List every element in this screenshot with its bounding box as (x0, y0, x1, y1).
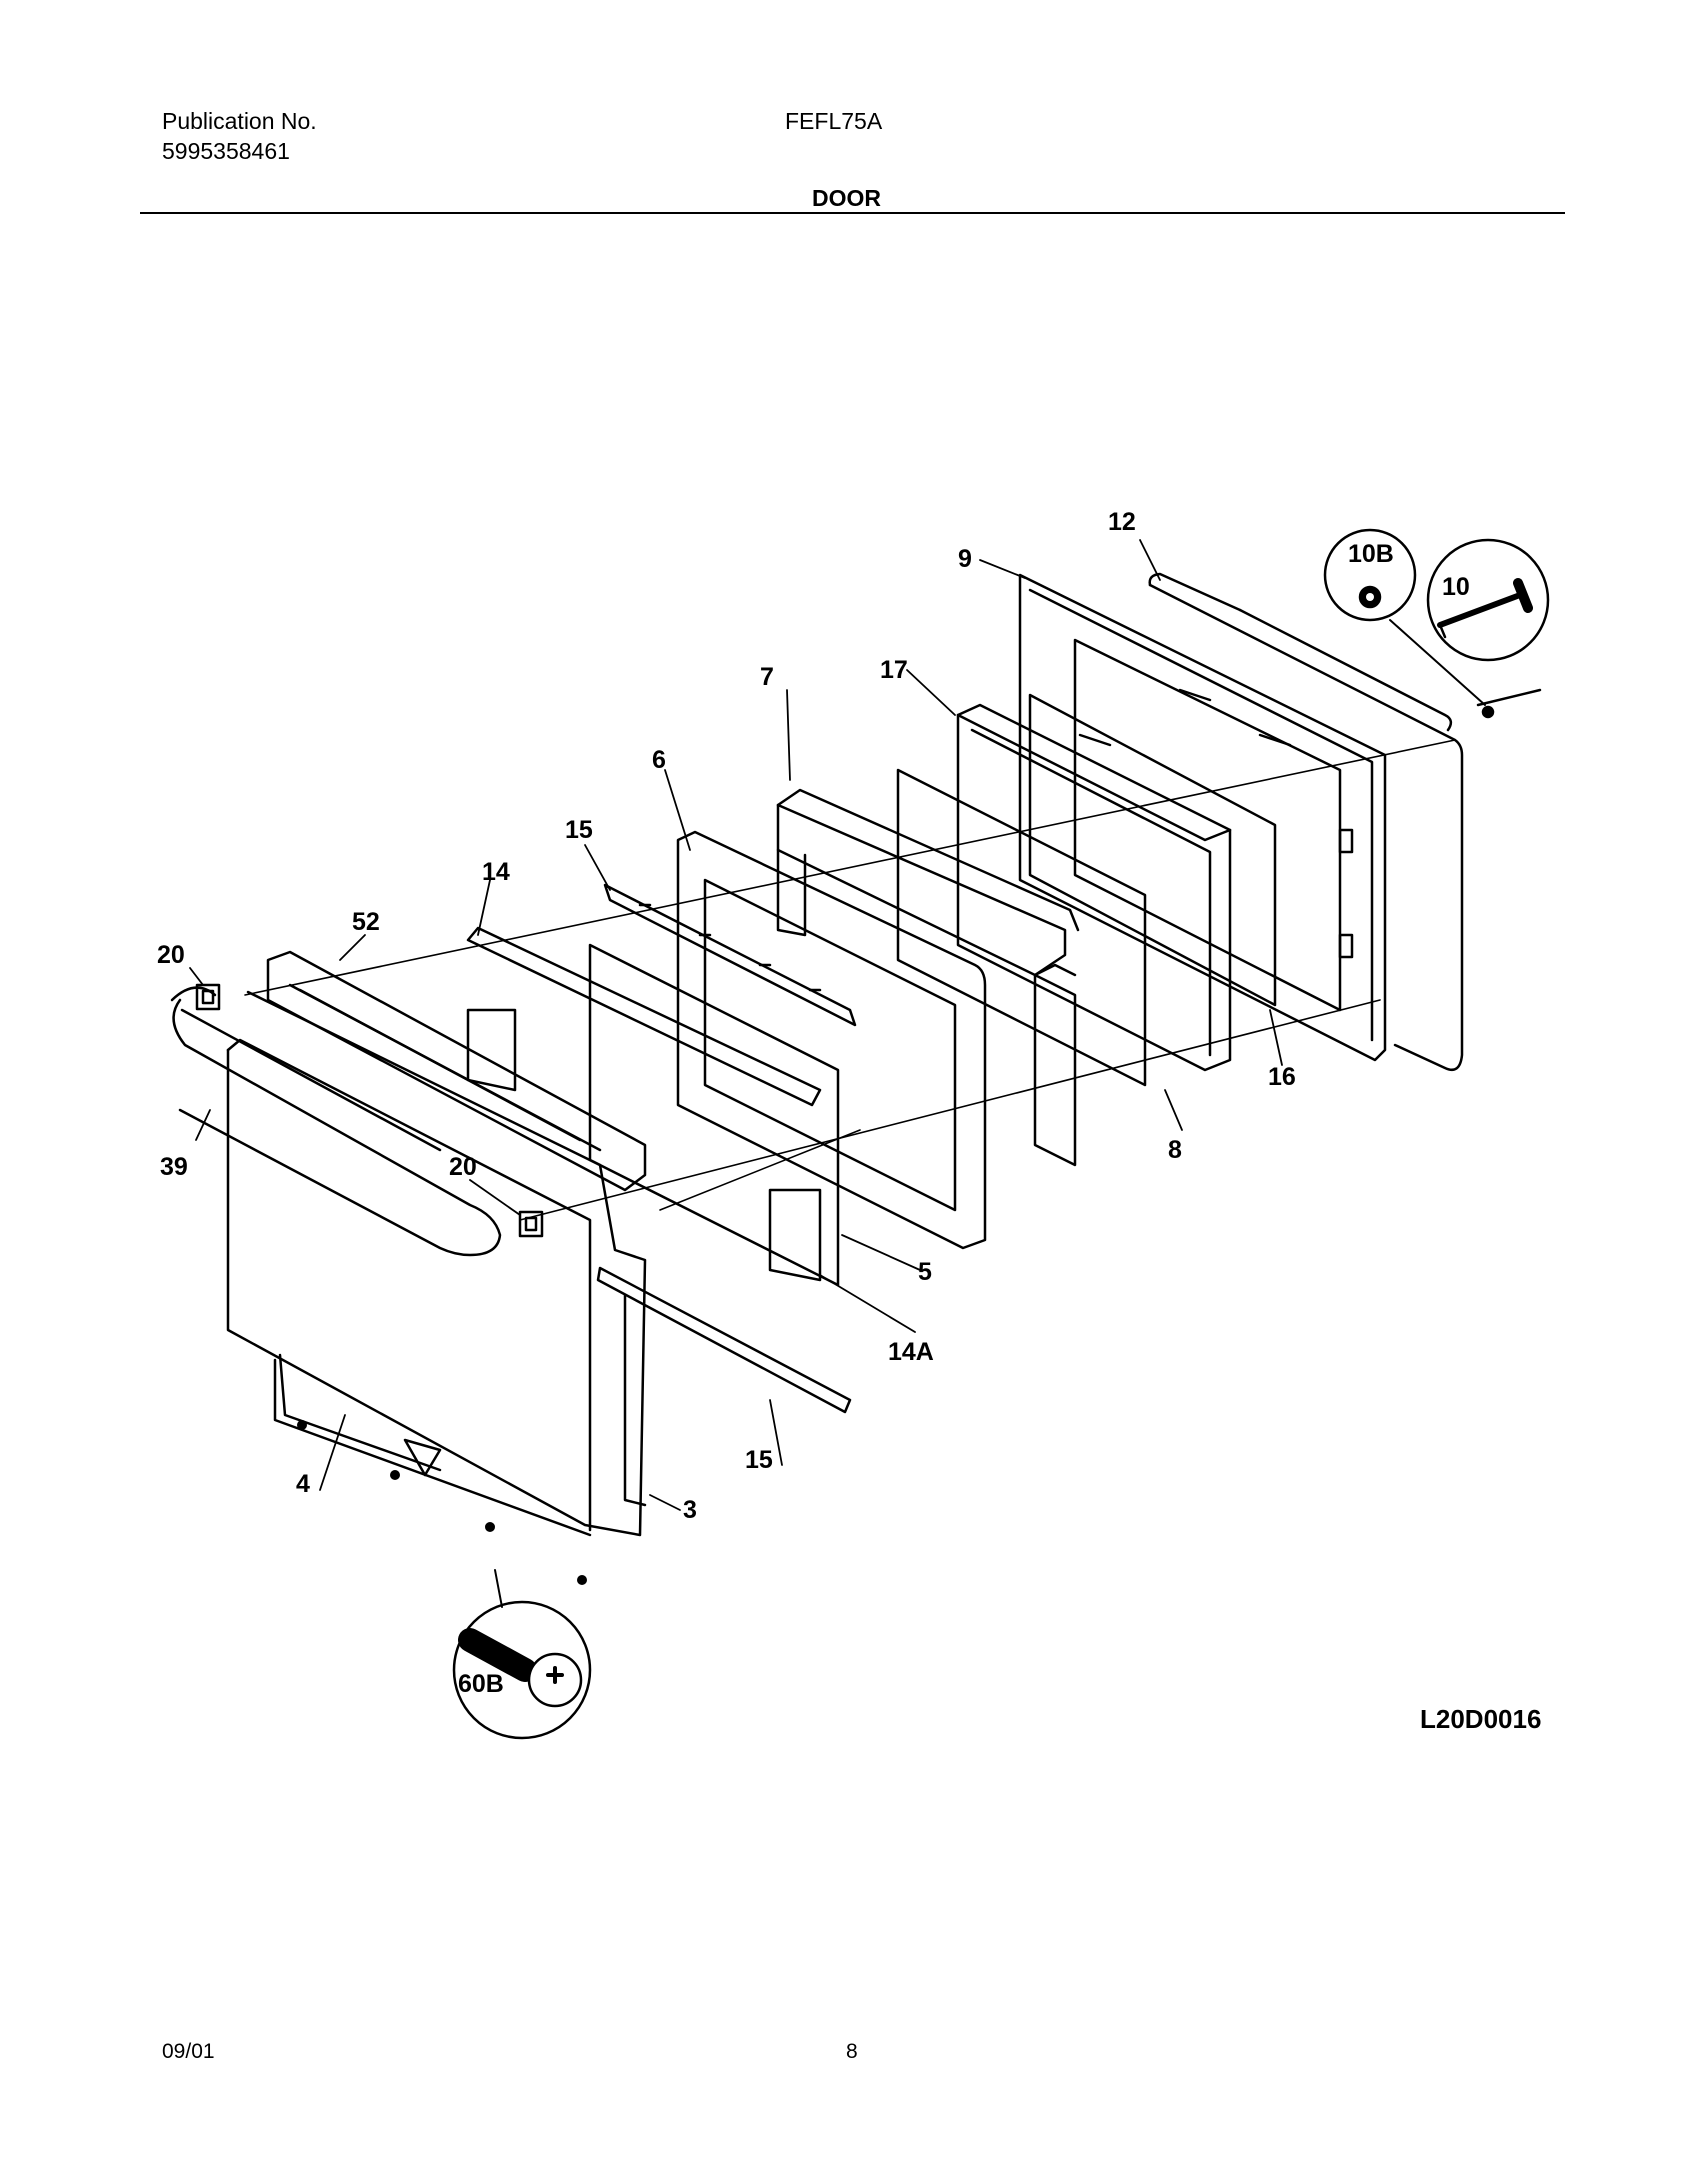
label-20-right: 20 (449, 1153, 477, 1181)
label-10: 10 (1442, 573, 1470, 601)
label-60B: 60B (458, 1670, 504, 1698)
insulation-pads (466, 1008, 517, 1092)
header-rule (140, 212, 1565, 214)
part-6-inner-frame (676, 830, 987, 1250)
callout-10 (1389, 538, 1550, 706)
label-5: 5 (918, 1258, 932, 1286)
part-15-lower-strip (596, 1266, 852, 1507)
part-39-handle (170, 986, 502, 1257)
label-20-left: 20 (157, 941, 185, 969)
label-15-upper: 15 (565, 816, 593, 844)
model-number: FEFL75A (785, 108, 883, 134)
publication-number: 5995358461 (162, 138, 290, 164)
section-title: DOOR (812, 185, 881, 211)
label-16: 16 (1268, 1063, 1296, 1091)
label-15-lower: 15 (745, 1446, 773, 1474)
part-labels: 12 9 10B 10 7 17 6 15 14 52 20 39 20 16 … (157, 508, 1541, 1734)
part-9-inner-liner (1018, 573, 1387, 1062)
label-12: 12 (1108, 508, 1136, 536)
label-9: 9 (958, 545, 972, 573)
part-14A-pad (768, 1188, 822, 1282)
part-16-glass (1028, 693, 1277, 1007)
part-14-strip (466, 926, 822, 1107)
part-7-insulation-top (776, 788, 1080, 977)
page-number: 8 (846, 2040, 858, 2063)
part-8-glass (896, 768, 1147, 1087)
label-17: 17 (880, 656, 908, 684)
part-20-end-caps (195, 983, 544, 1238)
part-15-upper-strip (603, 883, 857, 1027)
label-14A: 14A (888, 1338, 934, 1366)
assembly-lines (244, 739, 1456, 1221)
label-6: 6 (652, 746, 666, 774)
part-12-gasket (1148, 572, 1464, 1072)
label-14: 14 (482, 858, 510, 886)
footer-date: 09/01 (162, 2040, 215, 2063)
label-4: 4 (296, 1470, 310, 1498)
part-4-bottom-trim (273, 1353, 592, 1537)
leader-lines (189, 539, 1283, 1511)
callout-10B (1323, 528, 1417, 622)
label-10B: 10B (1348, 540, 1394, 568)
label-52: 52 (352, 908, 380, 936)
label-39: 39 (160, 1153, 188, 1181)
part-17-glass-frame (956, 703, 1232, 1072)
screws (297, 1420, 587, 1585)
label-7: 7 (760, 663, 774, 691)
part-52-vent-trim (266, 950, 647, 1192)
label-8: 8 (1168, 1136, 1182, 1164)
part-10-fastener (1476, 688, 1542, 719)
callout-60B (452, 1569, 592, 1740)
drawing-code: L20D0016 (1420, 1704, 1541, 1734)
publication-label: Publication No. (162, 108, 317, 134)
label-3: 3 (683, 1496, 697, 1524)
